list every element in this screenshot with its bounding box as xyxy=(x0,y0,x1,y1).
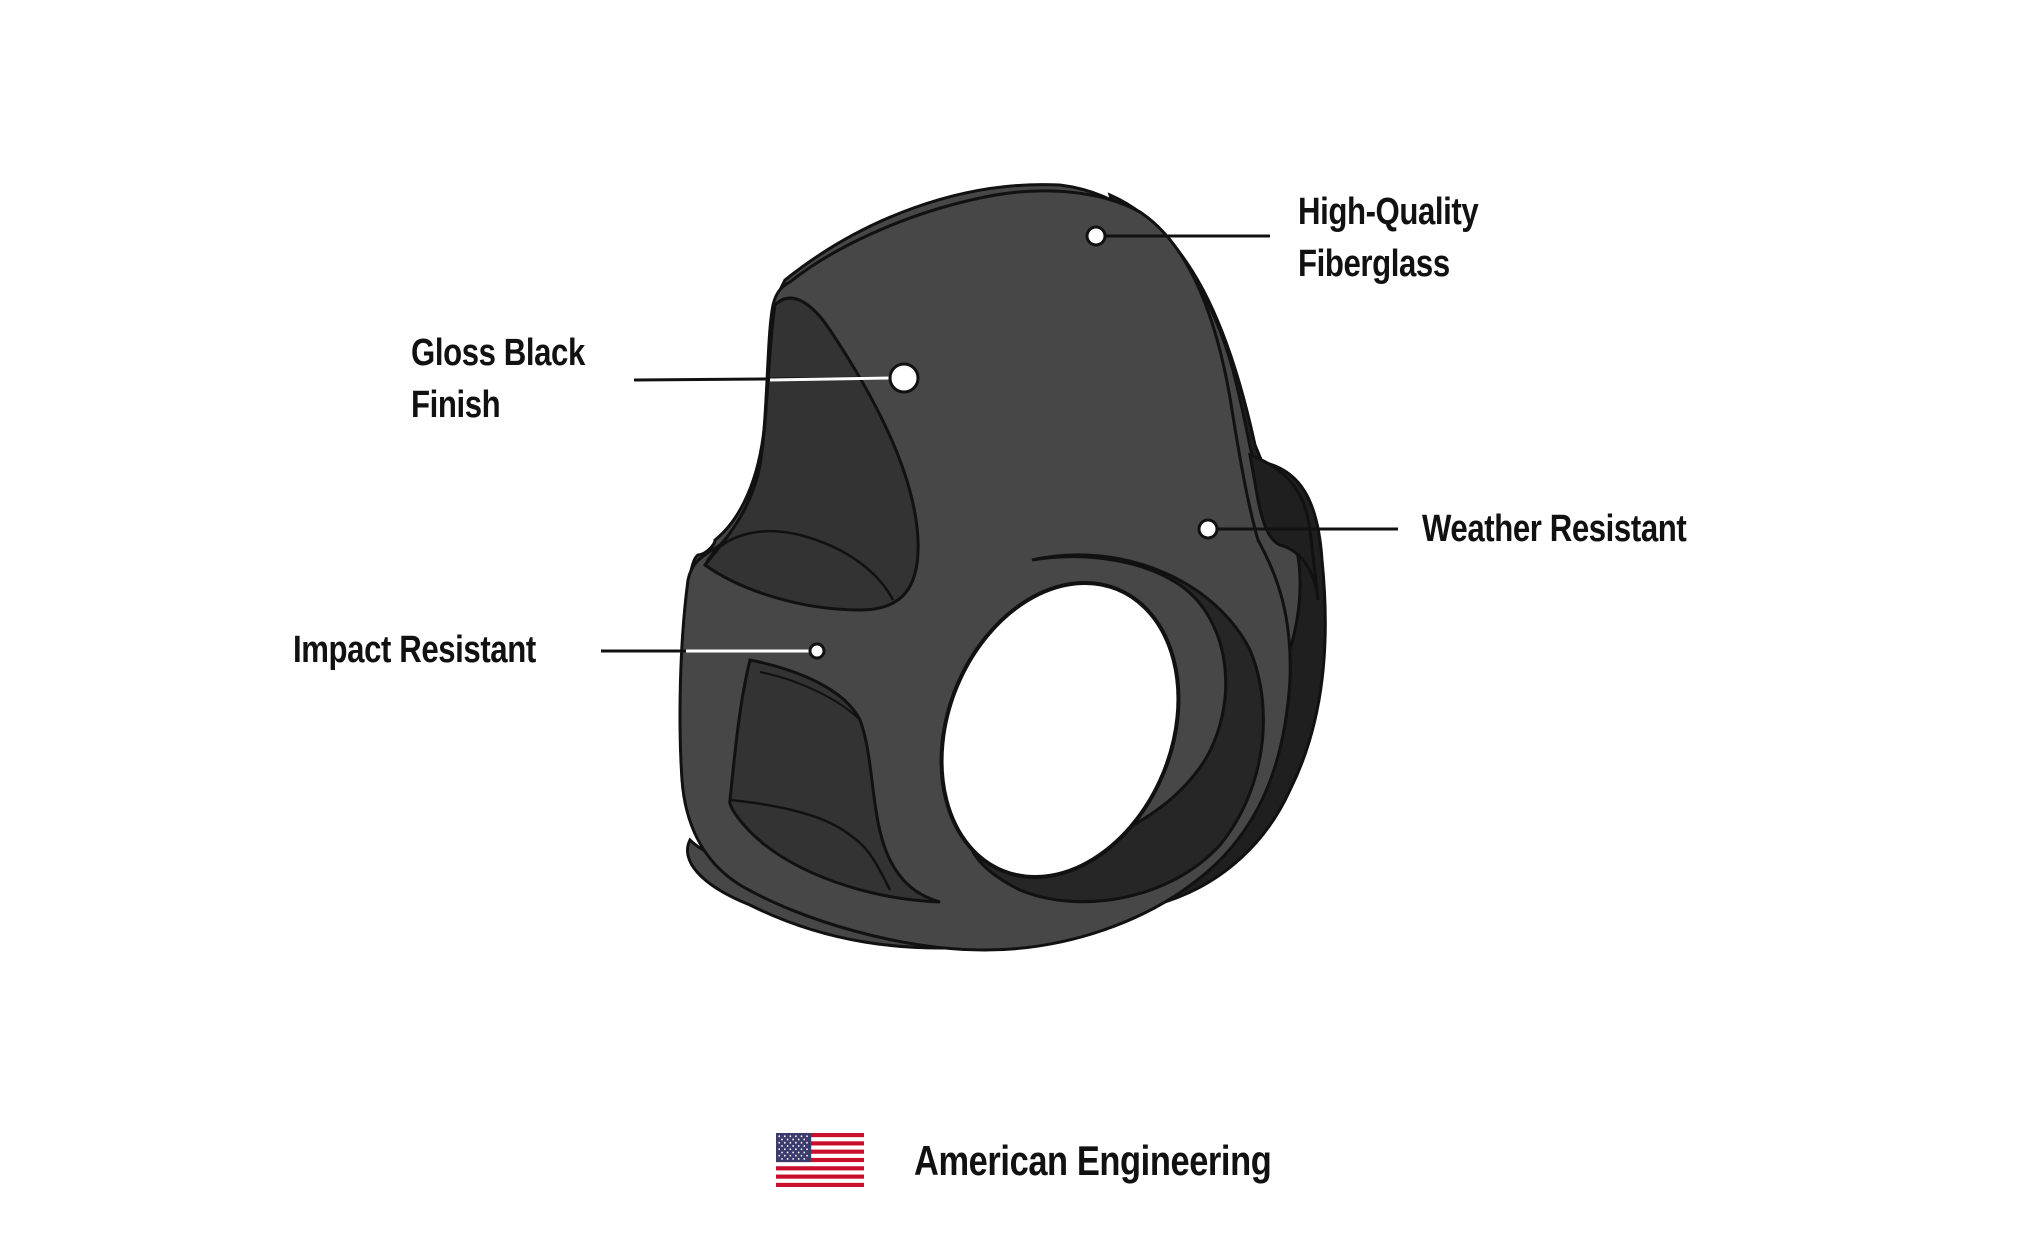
callout-line: Finish xyxy=(411,384,501,426)
callout-line: High-Quality xyxy=(1298,191,1479,233)
callout-high-quality-fiberglass: High-Quality Fiberglass xyxy=(1298,186,1479,290)
callout-impact-resistant: Impact Resistant xyxy=(293,629,536,671)
callout-line: Gloss Black xyxy=(411,332,585,374)
upper-recess-floor xyxy=(703,530,895,601)
lower-recess-edge xyxy=(759,671,861,721)
ring-barrel xyxy=(967,553,1265,904)
callout-weather-resistant: Weather Resistant xyxy=(1422,508,1687,550)
lower-recess-inner xyxy=(729,798,892,891)
marker-impact xyxy=(808,642,826,660)
callout-gloss-black-finish: Gloss Black Finish xyxy=(411,327,585,431)
marker-weather xyxy=(1197,518,1219,540)
callout-line: Fiberglass xyxy=(1298,243,1450,285)
marker-gloss xyxy=(888,362,920,394)
marker-high-quality xyxy=(1085,225,1107,247)
ring-hole xyxy=(939,580,1181,880)
us-flag-icon xyxy=(776,1133,864,1187)
leader-highlights xyxy=(686,376,894,653)
footer-american-engineering: American Engineering xyxy=(914,1137,1272,1184)
